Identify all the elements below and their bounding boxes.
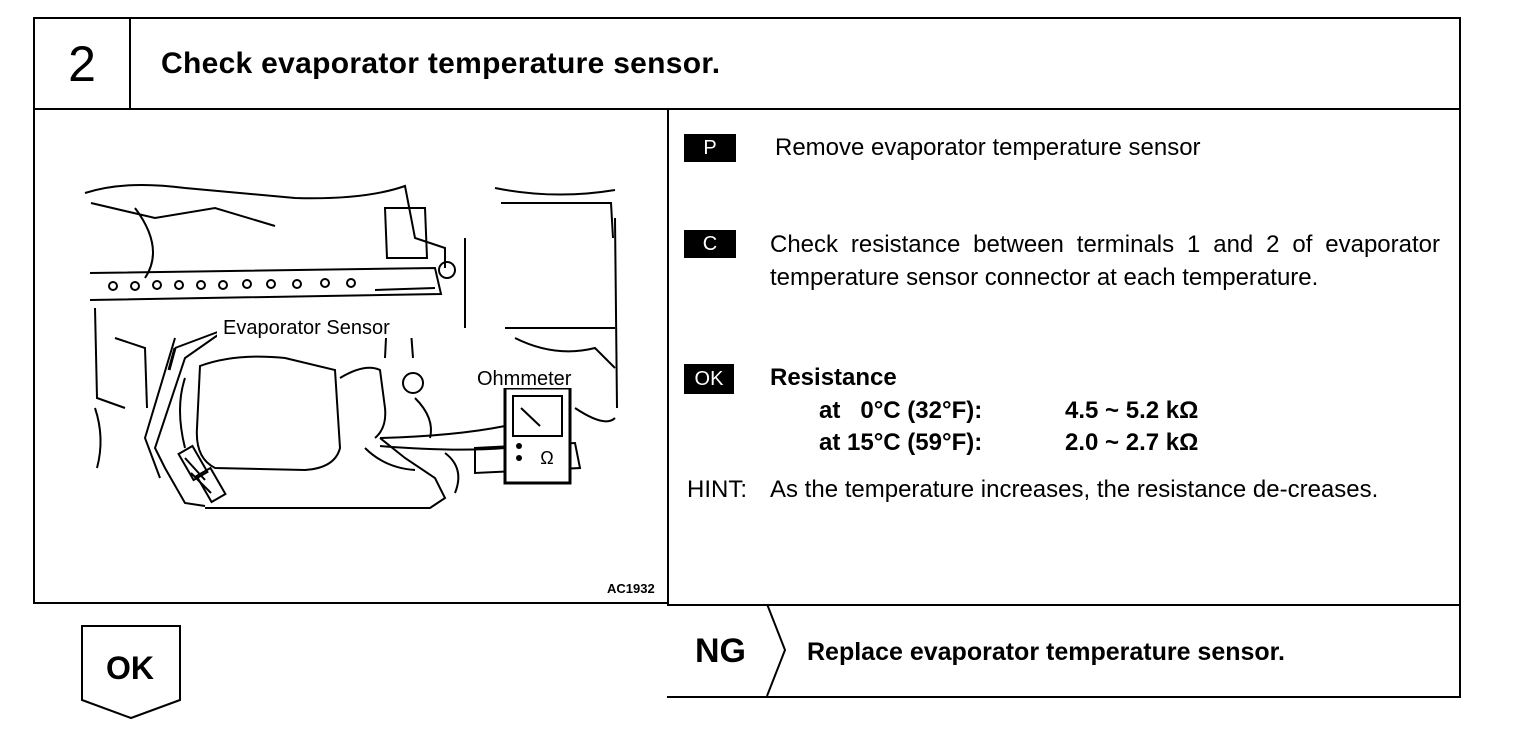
figure-panel: Ω Evaporator Sensor Ohmmeter AC1932 [33, 108, 669, 604]
step-number: 2 [35, 19, 131, 108]
label-evaporator-sensor: Evaporator Sensor [223, 317, 390, 339]
figure-code: AC1932 [607, 581, 655, 596]
chevron-right-icon [766, 604, 787, 696]
resistance-condition-1: at 0°C (32°F): [819, 397, 983, 424]
resistance-value-2: 2.0 ~ 2.7 kΩ [1065, 429, 1199, 456]
procedure-panel: P Remove evaporator temperature sensor C… [667, 108, 1461, 606]
badge-ok: OK [684, 364, 734, 394]
ok-result-label: OK [106, 650, 154, 686]
step-title: Check evaporator temperature sensor. [161, 47, 721, 80]
resistance-heading: Resistance [770, 364, 897, 391]
label-ohmmeter: Ohmmeter [477, 368, 572, 390]
ng-action: Replace evaporator temperature sensor. [807, 638, 1285, 666]
hint-label: HINT: [687, 476, 747, 503]
ng-result: NG Replace evaporator temperature sensor… [667, 604, 1461, 698]
hint-text: As the temperature increases, the resist… [770, 476, 1379, 503]
ohmmeter-icon [503, 386, 572, 485]
ng-label: NG [695, 632, 746, 670]
resistance-value-1: 4.5 ~ 5.2 kΩ [1065, 397, 1199, 424]
engine-bay-illustration: Ω Evaporator Sensor Ohmmeter [84, 183, 618, 509]
prepare-text: Remove evaporator temperature sensor [775, 134, 1201, 161]
step-header: 2 Check evaporator temperature sensor. [33, 17, 1461, 110]
meter-symbol: Ω [540, 448, 553, 468]
badge-check: C [684, 230, 736, 258]
ok-arrow-icon [81, 625, 181, 720]
badge-prepare: P [684, 134, 736, 162]
check-text: Check resistance between terminals 1 and… [770, 231, 1440, 291]
resistance-condition-2: at 15°C (59°F): [819, 429, 983, 456]
